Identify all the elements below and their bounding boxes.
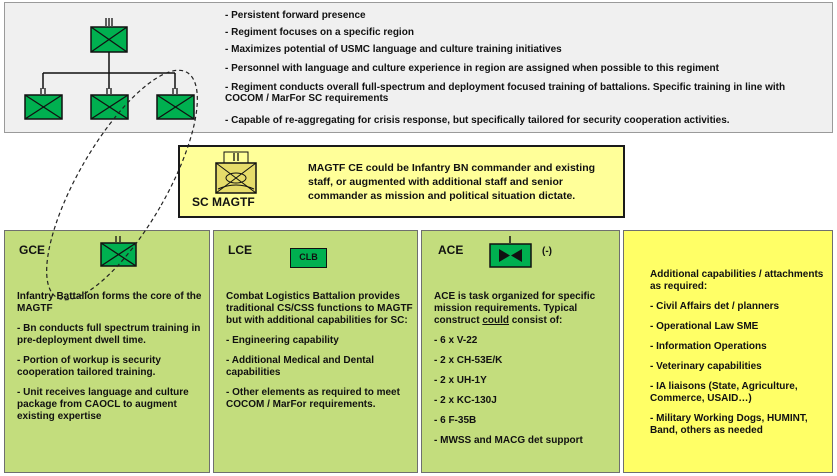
regiment-org-chart: [24, 18, 195, 120]
magtf-symbol: [215, 151, 257, 194]
additional-panel: Additional capabilities / attachments as…: [623, 230, 833, 473]
lce-body: Combat Logistics Battalion provides trad…: [226, 291, 414, 419]
lce-para-1: Combat Logistics Battalion provides trad…: [226, 291, 413, 326]
top-bullet-1: - Persistent forward presence: [225, 10, 366, 21]
battalion-symbol-3: [156, 88, 195, 120]
gce-title: GCE: [19, 243, 46, 257]
sc-magtf-description: MAGTF CE could be Infantry BN commander …: [308, 162, 596, 202]
gce-para-1: Infantry Battalion forms the core of the…: [17, 291, 202, 314]
ace-intro: ACE is task organized for specific missi…: [434, 291, 616, 327]
ace-squadron-symbol: [489, 236, 532, 268]
ace-item-3: - 2 x UH-1Y: [434, 375, 487, 386]
top-bullet-6: - Capable of re-aggregating for crisis r…: [225, 115, 730, 126]
lce-para-2: - Engineering capability: [226, 335, 339, 346]
battalion-symbol-1: [24, 88, 63, 120]
additional-body: Additional capabilities / attachments as…: [650, 269, 825, 445]
sc-magtf-box: SC MAGTF MAGTF CE could be Infantry BN c…: [178, 145, 625, 218]
gce-battalion-symbol: [100, 236, 137, 267]
ace-intro-text-b: consist of:: [509, 315, 563, 326]
additional-item-6: - Military Working Dogs, HUMINT, Band, o…: [650, 413, 808, 436]
top-bullet-3: - Maximizes potential of USMC language a…: [225, 44, 562, 55]
gce-panel: GCE Infantry Battalion forms the core of…: [4, 230, 210, 473]
org-connectors: [42, 52, 176, 89]
battalion-symbol-2: [90, 88, 129, 120]
ace-intro-text-a: ACE is task organized for specific missi…: [434, 291, 596, 326]
ace-intro-underlined: could: [482, 315, 510, 326]
additional-heading: Additional capabilities / attachments as…: [650, 269, 824, 292]
lce-para-4: - Other elements as required to meet COC…: [226, 387, 400, 410]
gce-body: Infantry Battalion forms the core of the…: [17, 291, 203, 431]
lce-para-3: - Additional Medical and Dental capabili…: [226, 355, 374, 378]
gce-para-4: - Unit receives language and culture pac…: [17, 387, 189, 422]
ace-item-2: - 2 x CH-53E/K: [434, 355, 503, 366]
additional-item-3: - Information Operations: [650, 341, 767, 352]
lce-title: LCE: [228, 243, 252, 257]
regiment-symbol: [90, 18, 128, 53]
ace-panel: ACE (-) ACE is task organized for specif…: [421, 230, 620, 473]
ace-item-5: - 6 F-35B: [434, 415, 477, 426]
additional-item-5: - IA liaisons (State, Agriculture, Comme…: [650, 381, 798, 404]
top-bullet-2: - Regiment focuses on a specific region: [225, 27, 414, 38]
ace-reduced-indicator: (-): [542, 246, 552, 257]
additional-item-4: - Veterinary capabilities: [650, 361, 762, 372]
ace-title: ACE: [438, 243, 464, 257]
regiment-panel: - Persistent forward presence - Regiment…: [4, 2, 833, 133]
ace-item-4: - 2 x KC-130J: [434, 395, 497, 406]
gce-para-2: - Bn conducts full spectrum training in …: [17, 323, 201, 346]
additional-item-1: - Civil Affairs det / planners: [650, 301, 780, 312]
top-bullet-4: - Personnel with language and culture ex…: [225, 63, 719, 74]
ace-body: ACE is task organized for specific missi…: [434, 291, 616, 455]
additional-item-2: - Operational Law SME: [650, 321, 759, 332]
sc-magtf-label: SC MAGTF: [192, 195, 255, 209]
lce-panel: LCE CLB Combat Logistics Battalion provi…: [213, 230, 418, 473]
clb-symbol: CLB: [290, 248, 327, 268]
gce-para-3: - Portion of workup is security cooperat…: [17, 355, 161, 378]
ace-item-1: - 6 x V-22: [434, 335, 478, 346]
ace-item-6: - MWSS and MACG det support: [434, 435, 583, 446]
top-bullet-5: - Regiment conducts overall full-spectru…: [225, 82, 786, 104]
